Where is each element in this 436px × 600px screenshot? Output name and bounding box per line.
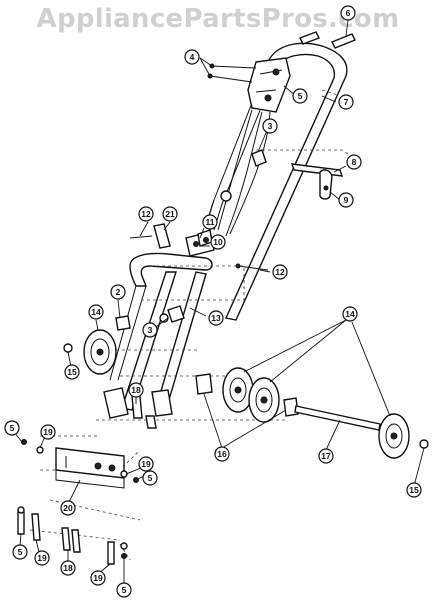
svg-text:5: 5: [122, 585, 127, 595]
callout-12b: 12: [272, 264, 288, 280]
svg-text:2: 2: [116, 287, 121, 297]
knob-2: [115, 315, 131, 331]
callout-9: 9: [338, 192, 354, 208]
svg-text:7: 7: [344, 97, 349, 107]
svg-text:5: 5: [148, 473, 153, 483]
svg-text:17: 17: [321, 451, 331, 461]
nut-15-right: [419, 439, 429, 449]
callout-6: 6: [340, 5, 356, 21]
svg-text:14: 14: [91, 307, 101, 317]
callout-18b: 18: [60, 560, 76, 576]
knob-3-lower: [159, 305, 185, 323]
callout-14a: 14: [88, 304, 104, 320]
control-housing: [247, 57, 291, 113]
pin-6: [299, 31, 356, 49]
handle-bracket: [129, 223, 215, 257]
callout-16: 16: [214, 446, 230, 462]
callout-17: 17: [318, 448, 334, 464]
svg-text:15: 15: [67, 367, 77, 377]
svg-text:19: 19: [37, 553, 47, 563]
svg-text:11: 11: [206, 217, 215, 227]
svg-text:12: 12: [275, 267, 285, 277]
callouts: 6 4 5 7 3 8 9 12 21 11 10 12 2 14 3 13 1…: [4, 5, 422, 598]
svg-text:14: 14: [345, 309, 355, 319]
callout-15a: 15: [64, 364, 80, 380]
svg-text:19: 19: [43, 427, 53, 437]
callout-3b: 3: [142, 322, 158, 338]
callout-19c: 19: [34, 550, 50, 566]
control-cables: [217, 109, 271, 237]
small-hardware: [17, 395, 157, 565]
svg-text:18: 18: [131, 385, 141, 395]
callout-5c: 5: [142, 470, 158, 486]
svg-text:5: 5: [298, 91, 303, 101]
svg-text:19: 19: [93, 573, 103, 583]
svg-text:18: 18: [63, 563, 73, 573]
callout-5e: 5: [116, 582, 132, 598]
callout-11: 11: [202, 214, 218, 230]
callout-12: 12: [138, 206, 154, 222]
svg-text:15: 15: [409, 485, 419, 495]
callout-20: 20: [60, 500, 76, 516]
svg-text:9: 9: [344, 195, 349, 205]
callout-19a: 19: [40, 424, 56, 440]
callout-2: 2: [110, 284, 126, 300]
svg-text:5: 5: [10, 423, 15, 433]
callout-8: 8: [346, 154, 362, 170]
wheels-right: [222, 367, 410, 459]
lower-handle: [103, 252, 213, 419]
callout-21: 21: [162, 206, 178, 222]
lever-8: [256, 149, 361, 200]
svg-text:6: 6: [346, 8, 351, 18]
screws-4: [207, 63, 257, 83]
nut-15-left: [63, 343, 73, 353]
svg-text:19: 19: [141, 459, 151, 469]
svg-text:20: 20: [63, 503, 73, 513]
svg-text:21: 21: [165, 209, 175, 219]
svg-text:3: 3: [268, 121, 273, 131]
svg-text:16: 16: [217, 449, 227, 459]
callout-15b: 15: [406, 482, 422, 498]
callout-19d: 19: [90, 570, 106, 586]
callout-13: 13: [208, 310, 224, 326]
wheel-left: [83, 329, 117, 375]
axle-17: [294, 405, 381, 431]
svg-text:12: 12: [141, 209, 151, 219]
knob-3-upper: [220, 149, 267, 202]
callout-10: 10: [210, 234, 226, 250]
svg-text:13: 13: [211, 313, 221, 323]
svg-text:10: 10: [213, 237, 223, 247]
svg-text:8: 8: [352, 157, 357, 167]
callout-14b: 14: [342, 306, 358, 322]
svg-text:4: 4: [190, 52, 195, 62]
svg-text:5: 5: [18, 547, 23, 557]
callout-3: 3: [262, 118, 278, 134]
callout-7: 7: [338, 94, 354, 110]
callout-19b: 19: [138, 456, 154, 472]
bracket-20: [55, 447, 125, 489]
callout-5: 5: [292, 88, 308, 104]
svg-text:3: 3: [148, 325, 153, 335]
callout-5d: 5: [12, 544, 28, 560]
callout-5b: 5: [4, 420, 20, 436]
leader-lines: [13, 19, 425, 584]
callout-4: 4: [184, 49, 200, 65]
callout-18a: 18: [128, 382, 144, 398]
